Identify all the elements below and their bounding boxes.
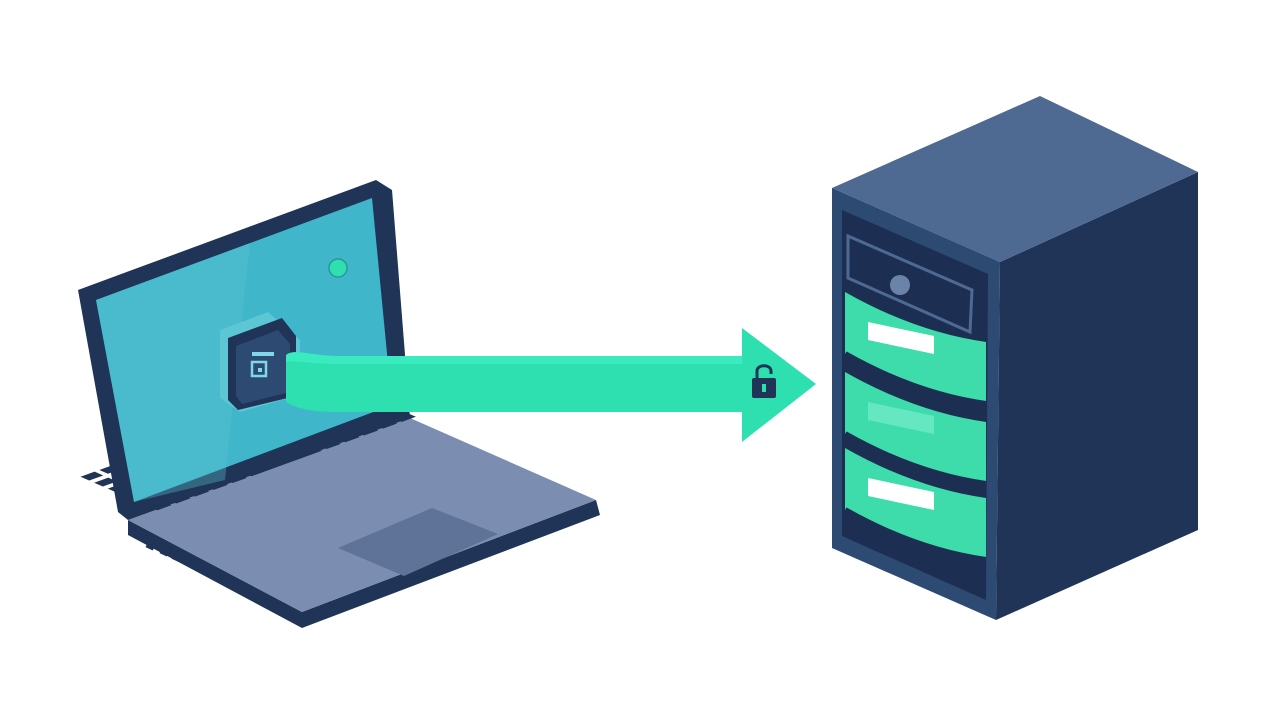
server-top-bay [846, 233, 974, 335]
laptop-icon [78, 180, 600, 628]
server-top-face [832, 96, 1198, 262]
transfer-arrow-icon [286, 328, 816, 442]
status-led [329, 259, 347, 277]
database-drive [843, 292, 987, 407]
server-power-button [890, 275, 910, 295]
database-drive [843, 448, 987, 563]
server-side-face [996, 172, 1198, 620]
laptop-port [159, 549, 169, 557]
file-icon [220, 312, 300, 412]
keyboard-key [94, 477, 117, 487]
drive-label [868, 402, 934, 434]
laptop-screen-reflection [96, 243, 250, 502]
laptop-port [145, 543, 155, 551]
database-drive-icon [843, 292, 987, 563]
keyboard-key [80, 471, 104, 481]
laptop-port [171, 555, 183, 563]
server-icon [832, 96, 1198, 620]
drive-label [868, 322, 934, 354]
drive-label [868, 478, 934, 510]
database-drive [843, 372, 987, 487]
laptop-base-deck [128, 418, 596, 612]
laptop-trackpad [338, 508, 498, 576]
laptop-base-edge [128, 500, 600, 628]
padlock-icon [752, 364, 776, 398]
